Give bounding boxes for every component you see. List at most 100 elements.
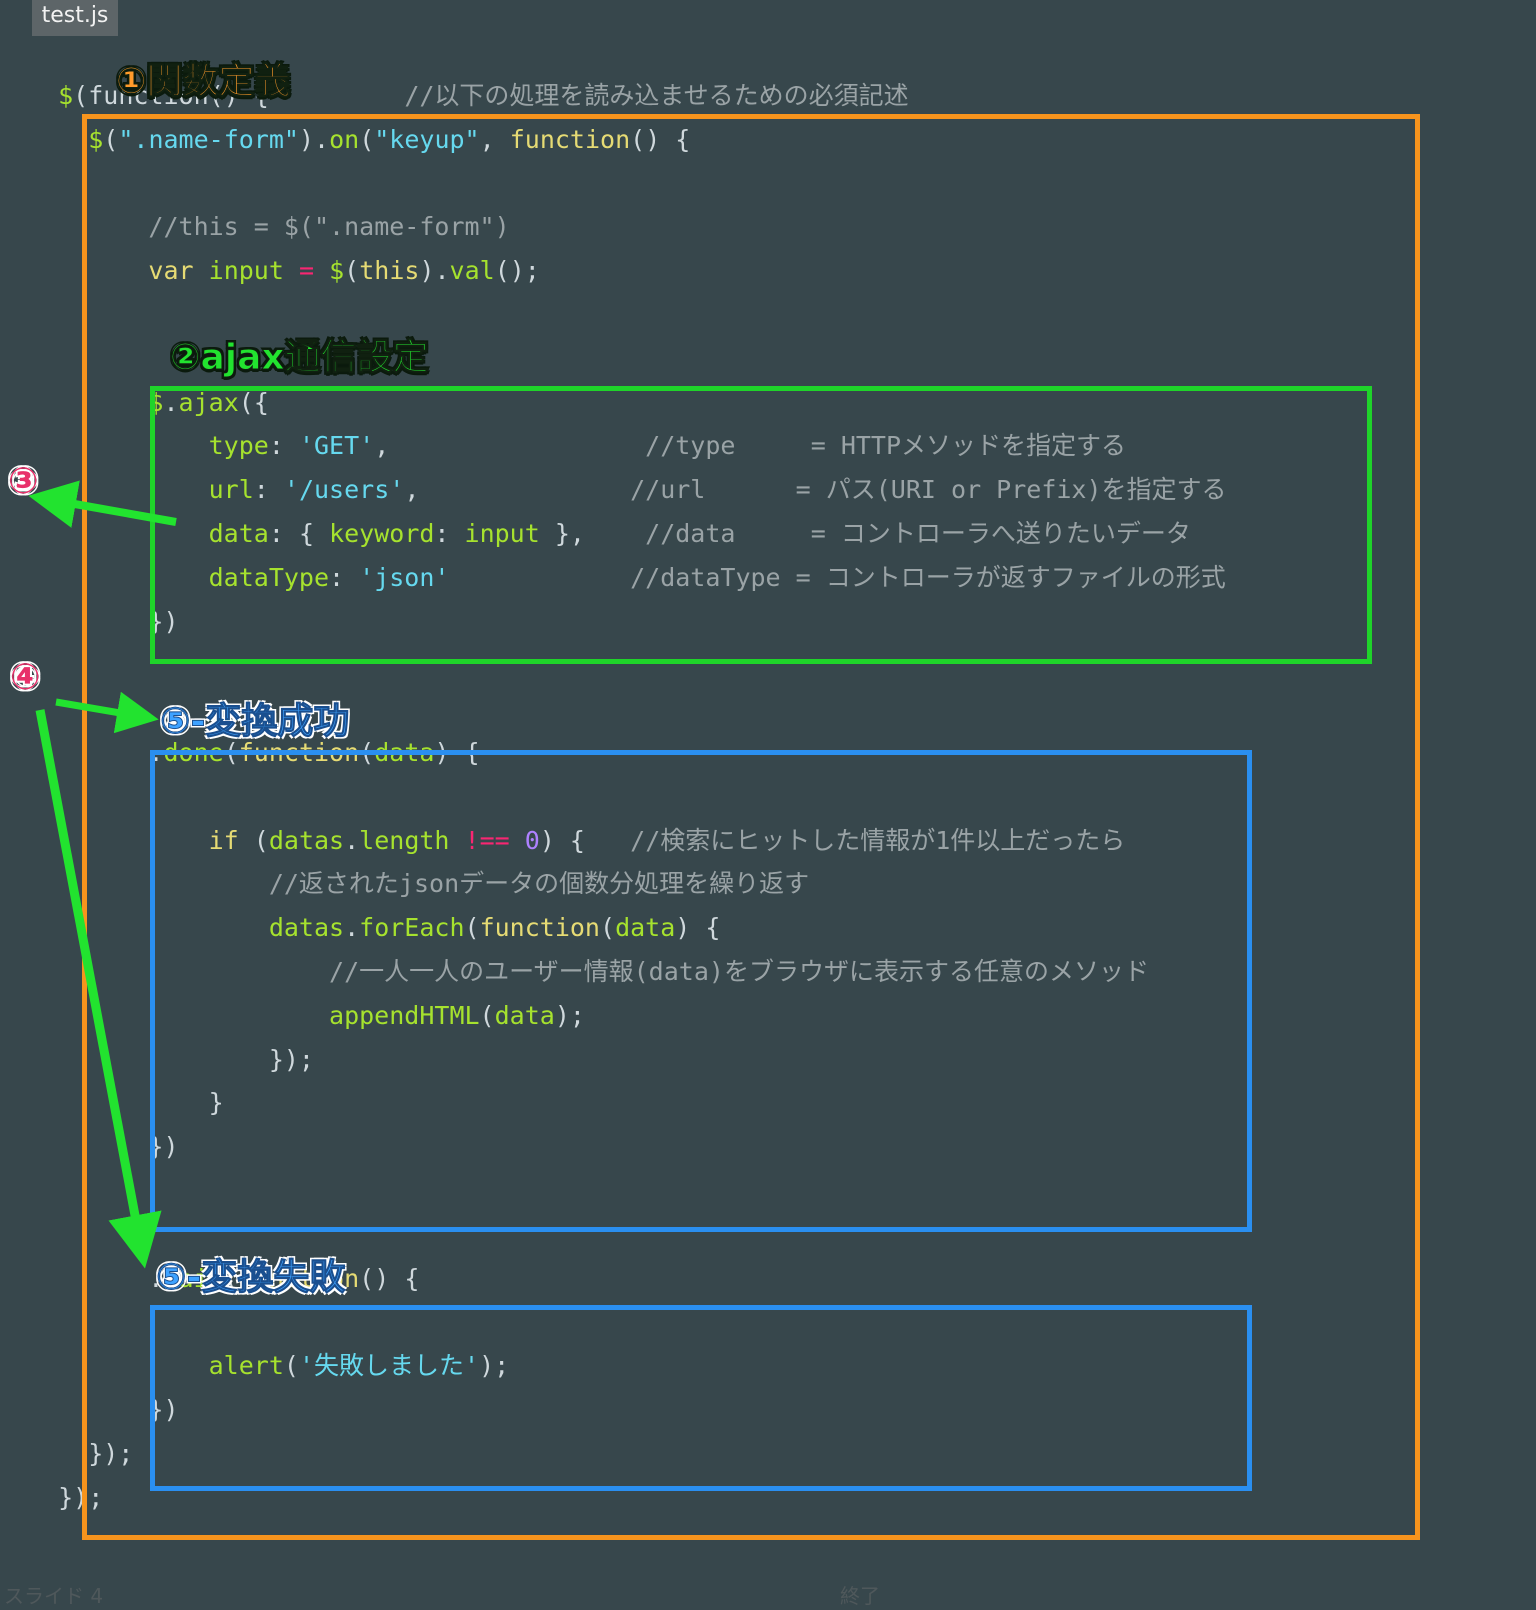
code-token: "keyup": [374, 124, 480, 154]
code-line: type: 'GET', //type = HTTPメソッドを指定する: [28, 424, 1126, 468]
code-token: });: [28, 1438, 134, 1468]
code-token: (: [103, 124, 119, 154]
code-line: }): [28, 600, 179, 644]
code-token: [28, 212, 148, 241]
code-token: }: [28, 1088, 224, 1118]
code-token: :: [329, 562, 360, 592]
code-line: dataType: 'json' //dataType = コントローラが返すフ…: [28, 556, 1226, 600]
annotation-ajax-settings: ②ajax通信設定: [170, 337, 430, 379]
code-token: },: [539, 519, 646, 548]
code-token: [28, 1351, 209, 1380]
code-token: [28, 957, 329, 986]
code-token: [314, 256, 329, 285]
code-token: function: [509, 124, 631, 154]
fail-callback-box: [150, 1305, 1252, 1491]
code-token: ) {: [539, 825, 631, 855]
code-token: (: [359, 738, 375, 767]
code-token: 'GET': [298, 431, 375, 461]
code-token: ction() {: [133, 81, 269, 110]
code-token: //返されたjsonデータの個数分処理を繰り返す: [268, 869, 810, 899]
code-line: var input = $(this).val();: [28, 249, 540, 293]
code-token: ajax: [178, 387, 239, 417]
code-token: function: [479, 913, 600, 943]
code-token: //data = コントローラへ送りたいデータ: [645, 519, 1191, 548]
code-token: (: [283, 1351, 299, 1381]
code-token: fail: [163, 1263, 224, 1293]
code-token: //以下の処理を読み込ませるための必須記述: [404, 81, 909, 110]
code-line: appendHTML(data);: [28, 994, 585, 1038]
code-token: ,: [479, 124, 510, 154]
code-token: ).: [298, 124, 330, 154]
code-token: type: [208, 431, 269, 461]
code-token: );: [554, 1000, 585, 1030]
code-token: }): [28, 606, 179, 636]
code-token: [28, 1001, 329, 1030]
code-token: );: [479, 1351, 510, 1381]
code-line: }: [28, 1081, 224, 1125]
code-token: [449, 563, 630, 592]
code-token: :: [434, 519, 465, 548]
end-button[interactable]: 終了: [840, 1584, 880, 1608]
code-token: (: [238, 825, 269, 855]
code-token: data: [208, 519, 269, 548]
code-token: [28, 388, 148, 417]
code-token: ,: [404, 475, 631, 505]
code-token: [28, 125, 88, 154]
code-token: : {: [268, 519, 330, 548]
code-line: url: '/users', //url = パス(URI or Prefix)…: [28, 468, 1227, 512]
code-token: (: [223, 1263, 239, 1293]
annotation-function-definition: ①関数定義: [115, 61, 291, 103]
code-token: }): [28, 1132, 179, 1162]
code-token: function: [238, 1263, 360, 1293]
code-token: if: [208, 825, 239, 855]
code-token: dataType: [208, 562, 330, 592]
code-token: [28, 563, 209, 592]
code-line: alert('失敗しました');: [28, 1344, 510, 1388]
code-token: $: [329, 256, 345, 286]
code-token: var: [148, 256, 194, 286]
code-token: val: [449, 256, 495, 286]
code-line: data: { keyword: input }, //data = コントロー…: [28, 512, 1191, 556]
code-token: ();: [494, 256, 540, 286]
code-token: $: [88, 124, 104, 154]
code-line: $(".name-form").on("keyup", function() {: [28, 118, 690, 162]
code-line: //一人一人のユーザー情報(data)をブラウザに表示する任意のメソッド: [28, 950, 1149, 994]
code-token: '失敗しました': [298, 1351, 480, 1381]
code-line: }): [28, 1388, 178, 1432]
code-token: [194, 256, 209, 285]
code-line: datas.forEach(function(data) {: [28, 906, 721, 950]
code-token: on: [329, 124, 360, 154]
code-token: [28, 869, 269, 898]
code-token: datas: [268, 913, 345, 943]
arrow-to-done: [55, 691, 159, 734]
code-token: (fun: [73, 81, 134, 110]
code-token: !==: [464, 825, 510, 855]
code-token: alert: [208, 1351, 284, 1381]
code-token: .: [344, 825, 360, 855]
code-token: '/users': [283, 475, 405, 505]
code-token: (: [600, 913, 616, 943]
code-token: data: [494, 1000, 555, 1030]
code-token: ,: [374, 431, 646, 461]
slide-indicator[interactable]: スライド 4: [4, 1584, 104, 1608]
code-token: input: [208, 256, 284, 286]
code-token: () {: [630, 124, 691, 154]
code-token: [28, 826, 209, 855]
annotation-fail: ⑤-変換失敗: [155, 1257, 346, 1299]
file-tab[interactable]: test.js: [32, 0, 118, 36]
code-token: 0: [524, 825, 540, 855]
code-line: if (datas.length !== 0) { //検索にヒットした情報が1…: [28, 819, 1126, 863]
code-token: ) {: [434, 738, 480, 767]
code-line: });: [28, 1038, 314, 1082]
code-token: //一人一人のユーザー情報(data)をブラウザに表示する任意のメソッド: [329, 957, 1149, 986]
code-token: [510, 826, 525, 855]
code-line: });: [28, 1476, 103, 1520]
code-token: [28, 431, 209, 460]
code-token: datas: [268, 825, 345, 855]
code-token: 'json': [359, 562, 450, 592]
code-token: (: [344, 256, 360, 286]
code-token: (: [479, 1000, 495, 1030]
code-line: //返されたjsonデータの個数分処理を繰り返す: [28, 862, 809, 906]
code-line: .fail(function() {: [28, 1257, 419, 1301]
code-token: //dataType = コントローラが返すファイルの形式: [630, 562, 1226, 592]
